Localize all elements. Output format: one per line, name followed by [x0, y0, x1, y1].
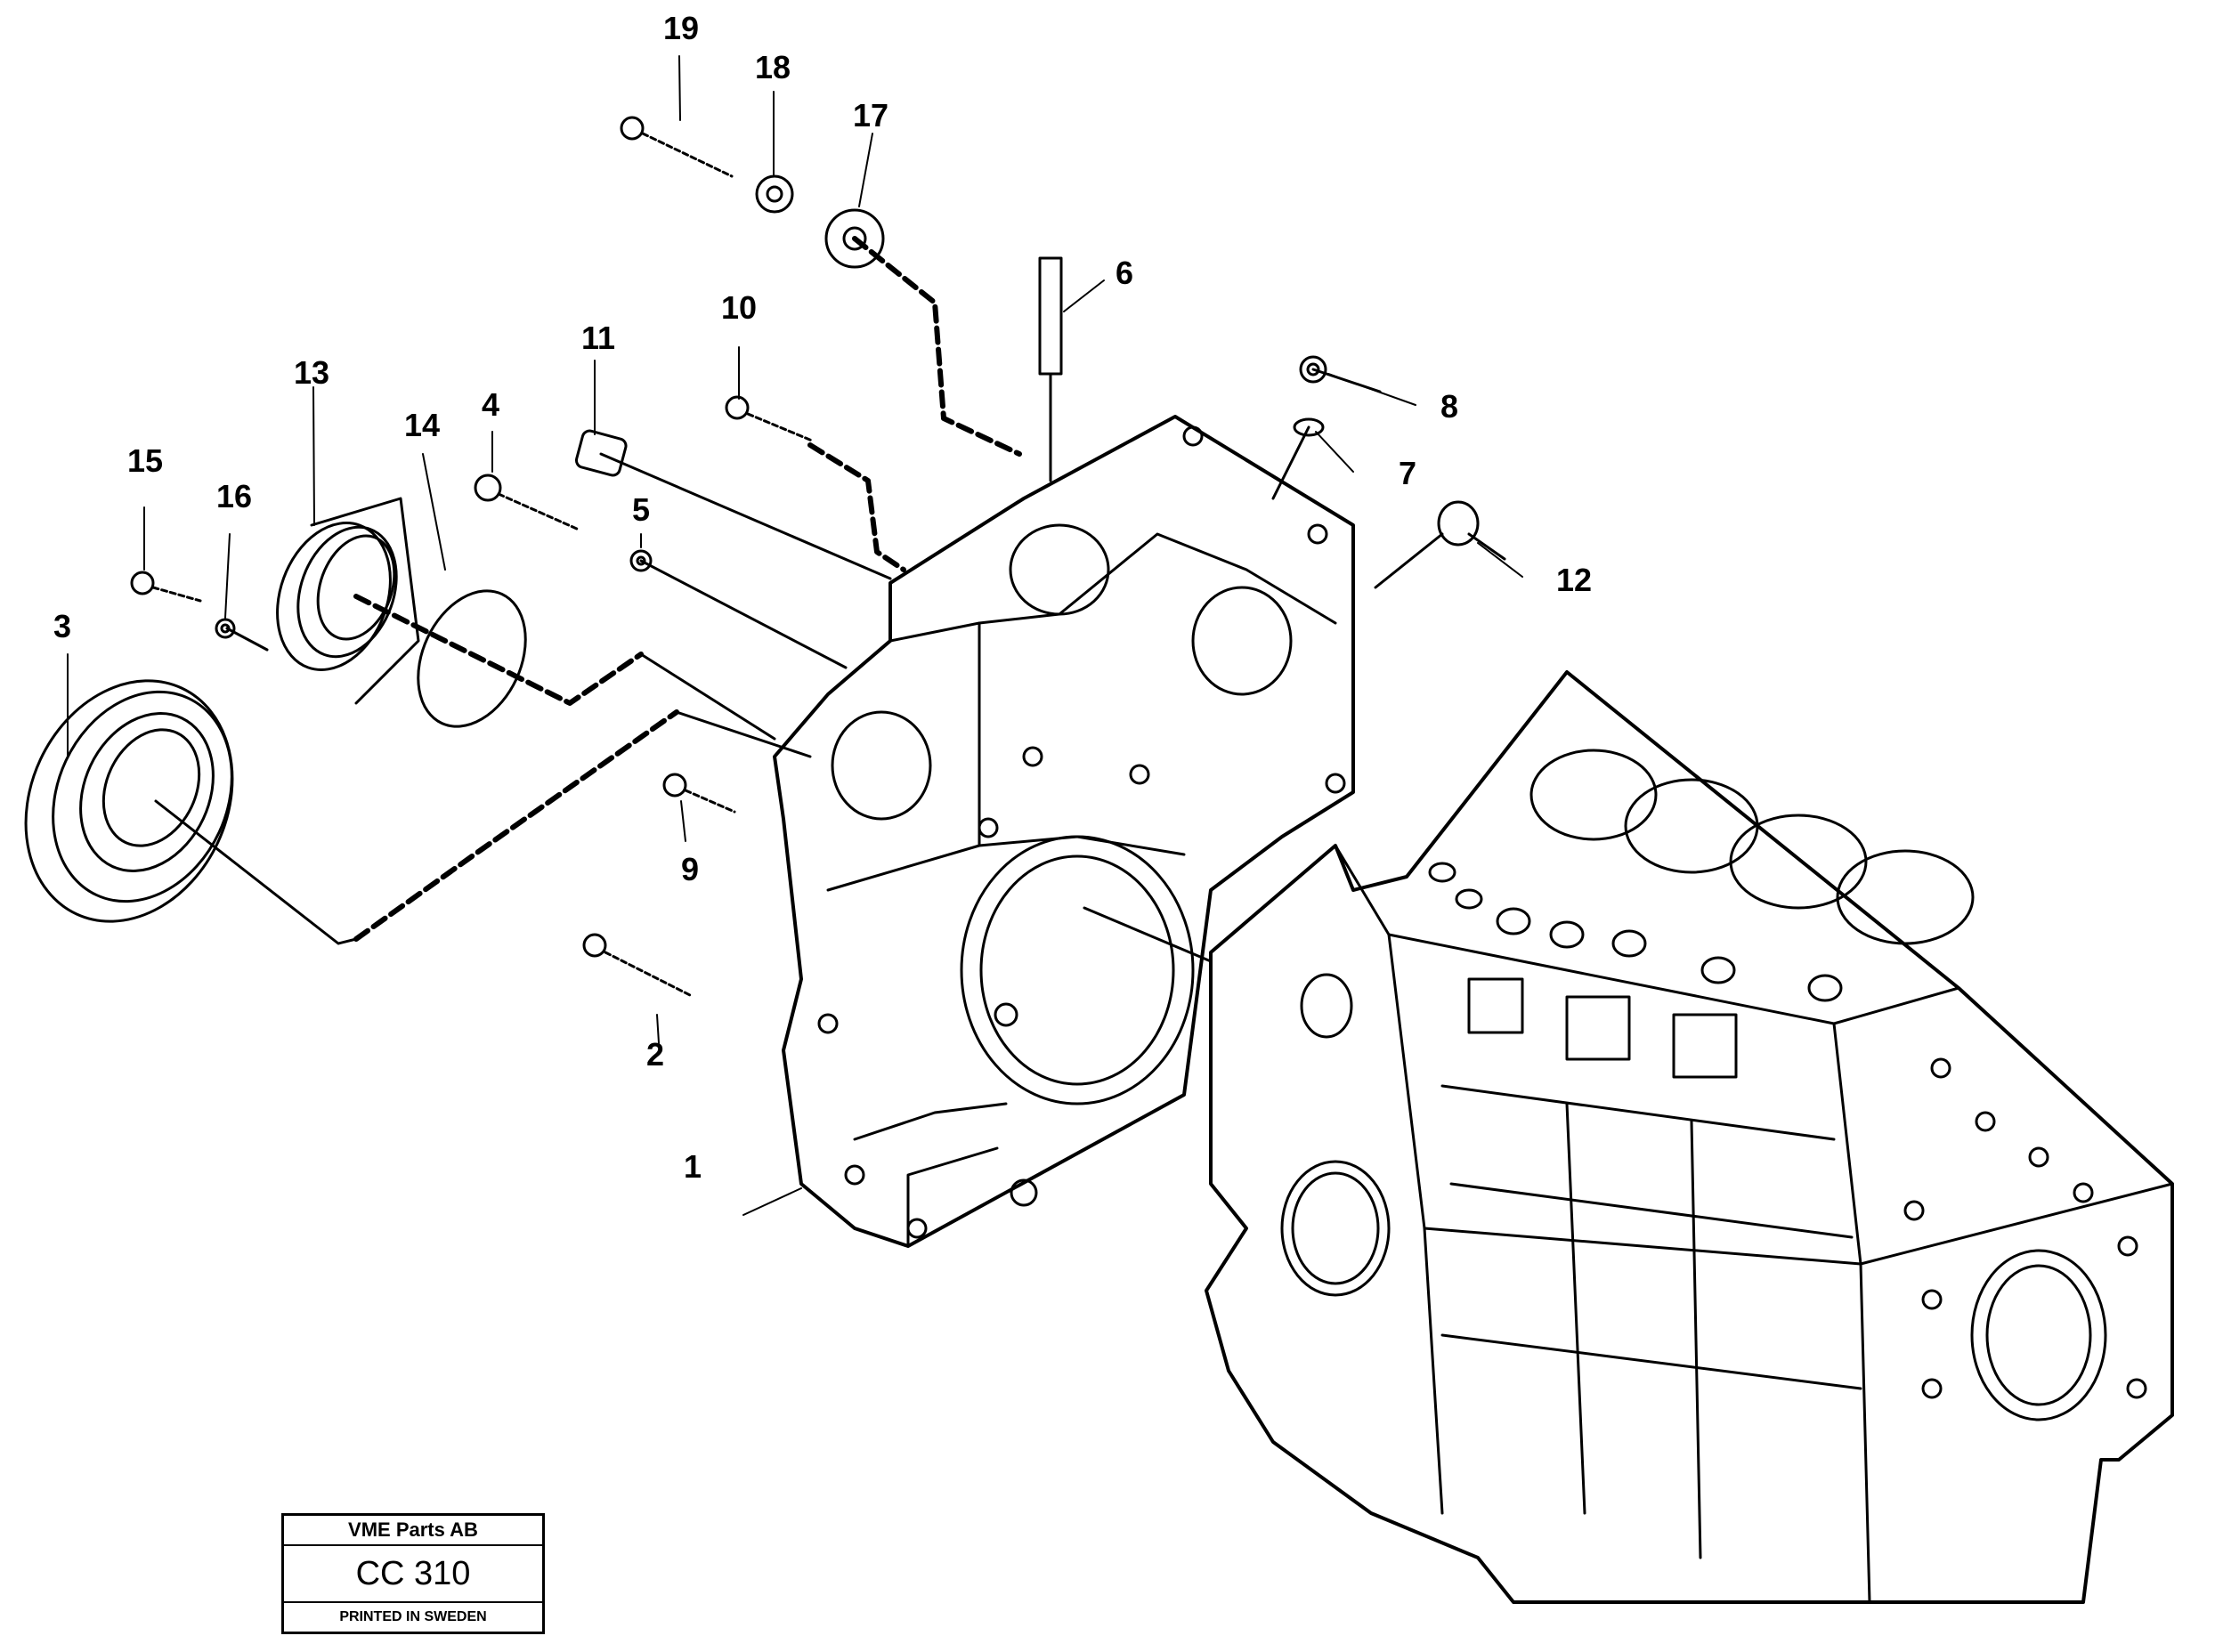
alignment-lines — [154, 236, 1506, 963]
engine-block — [1205, 670, 2174, 1604]
timing-cover — [773, 415, 1355, 1248]
callout-15: 15 — [126, 442, 164, 479]
callout-6: 6 — [1115, 255, 1134, 291]
leader-lines — [67, 55, 1523, 1216]
callout-14: 14 — [403, 407, 441, 443]
callout-13: 13 — [293, 354, 330, 391]
callout-19: 19 — [662, 10, 700, 46]
callout-2: 2 — [645, 1036, 665, 1073]
title-block: VME Parts AB CC 310 PRINTED IN SWEDEN — [281, 1513, 545, 1634]
part-13-housing — [276, 497, 420, 705]
callout-9: 9 — [680, 851, 700, 887]
callout-7: 7 — [1398, 455, 1417, 491]
drawing-code: CC 310 — [284, 1546, 542, 1603]
callout-4: 4 — [481, 386, 500, 423]
callout-12: 12 — [1555, 562, 1593, 598]
callout-17: 17 — [852, 97, 889, 134]
company-name: VME Parts AB — [284, 1516, 542, 1546]
part-14-o-ring — [417, 589, 527, 728]
part-3-seal — [24, 679, 234, 923]
callout-18: 18 — [754, 49, 791, 85]
callout-10: 10 — [720, 289, 758, 326]
callout-3: 3 — [53, 608, 72, 644]
printed-note: PRINTED IN SWEDEN — [339, 1609, 487, 1624]
callout-8: 8 — [1440, 388, 1459, 425]
small-fasteners — [130, 116, 1480, 997]
callout-5: 5 — [631, 491, 651, 528]
callout-1: 1 — [683, 1148, 702, 1185]
callout-11: 11 — [580, 320, 616, 356]
callout-16: 16 — [215, 478, 253, 514]
